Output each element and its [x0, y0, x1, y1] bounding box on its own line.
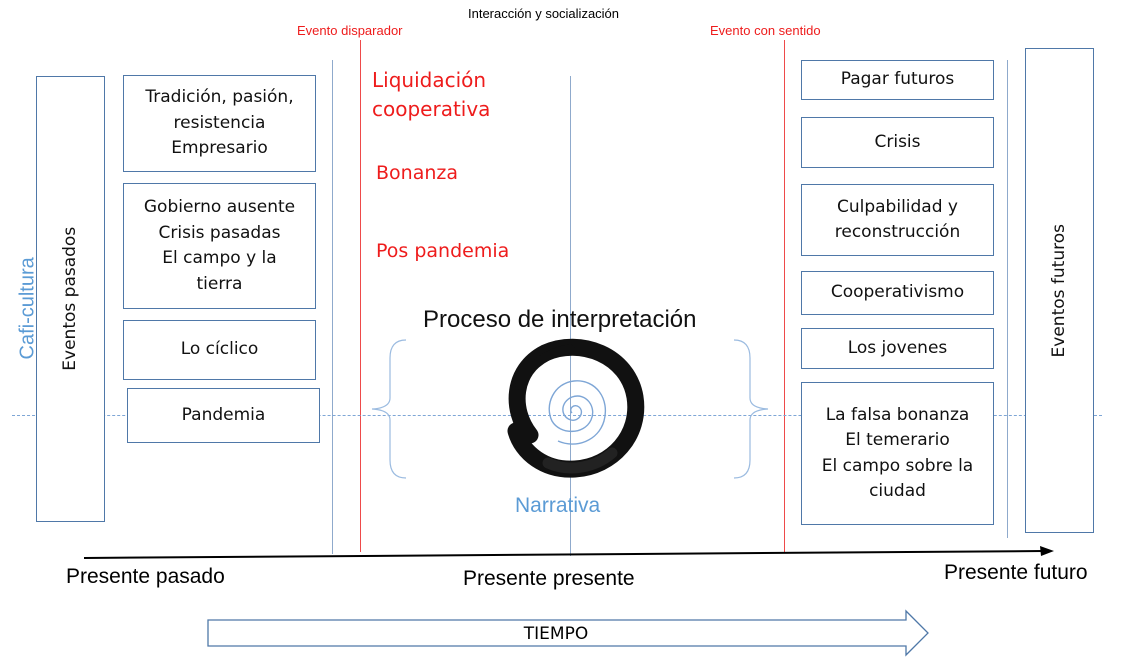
- pandemic-text: Pandemia: [181, 404, 266, 425]
- meaningful-event-label: Evento con sentido: [710, 23, 821, 38]
- trigger-event-line: [360, 40, 361, 552]
- present-present-label: Presente presente: [463, 567, 635, 590]
- left-divider-line: [332, 60, 333, 554]
- cooperative-liquidation-label: Liquidación cooperativa: [372, 68, 491, 121]
- cooperativism-box: Cooperativismo: [801, 271, 994, 315]
- tradition-text: Tradición, pasión, resistencia Empresari…: [145, 87, 294, 159]
- guilt-reconstruction-box: Culpabilidad y reconstrucción: [801, 184, 994, 256]
- post-pandemic-label: Pos pandemia: [376, 240, 510, 262]
- crisis-text: Crisis: [874, 131, 921, 152]
- pay-futures-text: Pagar futuros: [840, 69, 955, 90]
- interaction-label: Interacción y socialización: [468, 6, 620, 21]
- absent-government-box: Gobierno ausente Crisis pasadas El campo…: [123, 183, 316, 309]
- time-block-arrow: [207, 609, 929, 657]
- past-events-box: Eventos pasados: [36, 76, 105, 522]
- left-brace: [371, 339, 407, 479]
- right-divider-line: [1007, 60, 1008, 538]
- youth-text: Los jovenes: [847, 337, 948, 358]
- process-label: Proceso de interpretación: [423, 306, 697, 333]
- guilt-reconstruction-text: Culpabilidad y reconstrucción: [834, 196, 961, 243]
- pay-futures-box: Pagar futuros: [801, 60, 994, 100]
- time-label: TIEMPO: [523, 624, 589, 644]
- youth-box: Los jovenes: [801, 328, 994, 369]
- horizontal-dashed-line: [12, 415, 1102, 416]
- past-events-label: Eventos pasados: [59, 227, 80, 371]
- future-events-label: Eventos futuros: [1048, 223, 1069, 358]
- false-bonanza-box: La falsa bonanza El temerario El campo s…: [801, 382, 994, 525]
- cyclic-text: Lo cíclico: [180, 339, 259, 360]
- past-present-label: Presente pasado: [66, 565, 225, 588]
- timeline-arrow: [83, 546, 1054, 559]
- absent-government-text: Gobierno ausente Crisis pasadas El campo…: [143, 197, 296, 294]
- meaningful-event-line: [784, 40, 785, 552]
- center-line: [570, 76, 571, 556]
- cooperativism-text: Cooperativismo: [830, 282, 965, 303]
- bonanza-label: Bonanza: [376, 162, 459, 184]
- trigger-event-label: Evento disparador: [297, 23, 403, 38]
- narrative-label: Narrativa: [515, 494, 601, 517]
- right-brace: [733, 339, 769, 479]
- false-bonanza-text: La falsa bonanza El temerario El campo s…: [821, 404, 974, 502]
- enso-spiral-icon: [507, 338, 645, 478]
- pandemic-box: Pandemia: [127, 388, 320, 443]
- tradition-box: Tradición, pasión, resistencia Empresari…: [123, 75, 316, 172]
- crisis-box: Crisis: [801, 117, 994, 168]
- future-events-box: Eventos futuros: [1025, 48, 1094, 533]
- cyclic-box: Lo cíclico: [123, 320, 316, 380]
- future-present-label: Presente futuro: [944, 561, 1088, 584]
